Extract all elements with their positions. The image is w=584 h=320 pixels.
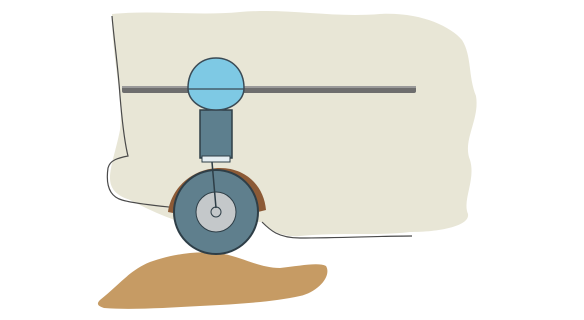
ground-mound <box>97 252 328 309</box>
strut-cylinder <box>199 109 233 159</box>
fuselage-bottom-line <box>261 221 413 239</box>
wheel-hub <box>195 191 237 233</box>
horizontal-rail-highlight <box>122 86 416 88</box>
fuselage-body <box>110 11 477 237</box>
dome-mount <box>187 57 245 111</box>
fuselage-outline <box>106 15 179 209</box>
strut-rod <box>211 161 217 209</box>
strut-collar <box>201 155 231 163</box>
